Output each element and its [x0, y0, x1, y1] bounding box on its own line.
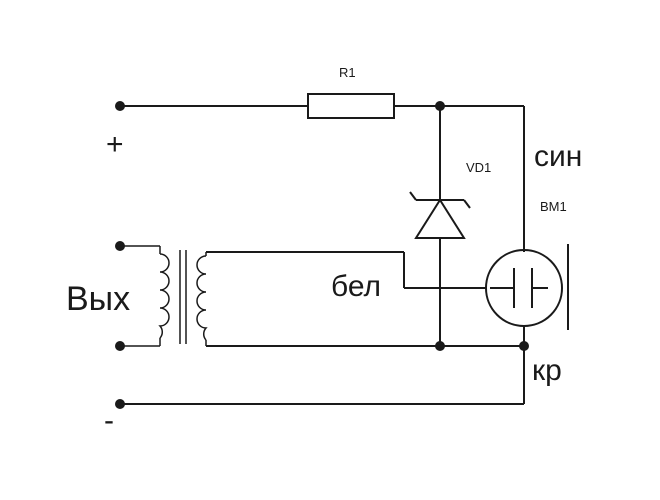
microphone-bm1 — [485, 244, 569, 330]
minus-label: - — [104, 404, 114, 437]
sensor-label: BM1 — [540, 199, 567, 214]
plus-terminal — [115, 101, 125, 111]
output-terminal-bottom — [115, 341, 125, 351]
junction-red — [519, 341, 529, 351]
resistor-r1 — [307, 93, 395, 119]
white-wire — [206, 251, 486, 289]
output-label: Вых — [66, 280, 130, 318]
blue-wire-label: син — [534, 140, 582, 173]
resistor-label: R1 — [339, 65, 356, 80]
diode-vd1 — [409, 191, 471, 239]
output-terminal-top — [115, 241, 125, 251]
red-wire-label: кр — [532, 354, 562, 387]
top-rail — [120, 105, 525, 252]
plus-label: + — [106, 128, 124, 161]
secondary-return-wire — [206, 326, 525, 404]
minus-terminal — [115, 399, 125, 409]
diode-label: VD1 — [466, 160, 491, 175]
junction-bottom — [435, 341, 445, 351]
white-wire-label: бел — [331, 270, 381, 303]
transformer — [120, 245, 208, 347]
junction-top — [435, 101, 445, 111]
